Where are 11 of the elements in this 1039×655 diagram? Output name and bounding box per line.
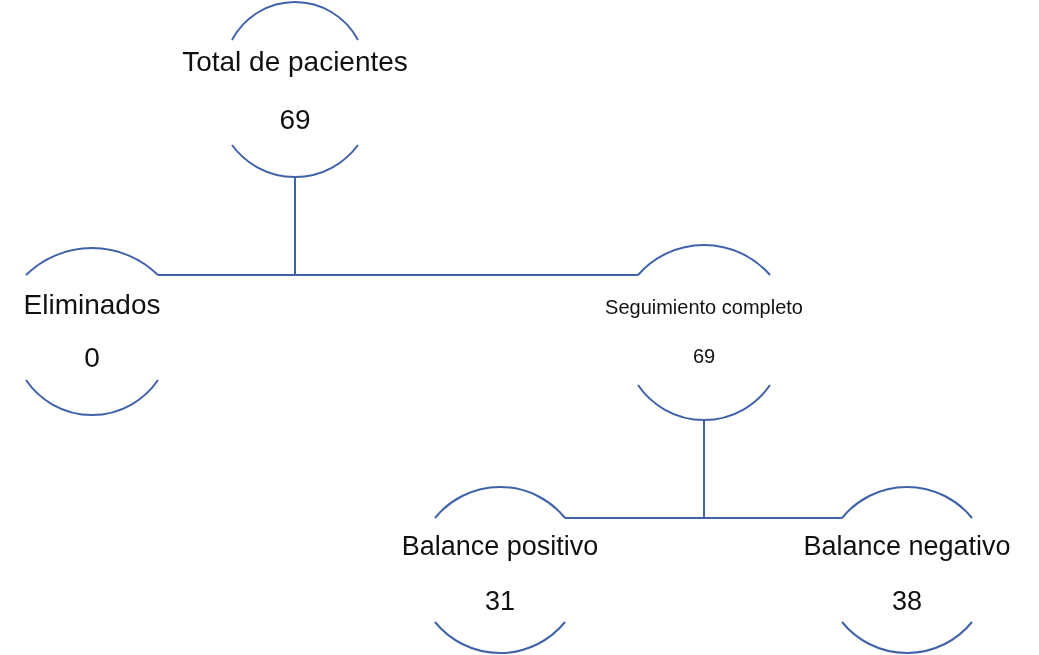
- node-title: Total de pacientes: [181, 45, 409, 79]
- node-count: 69: [278, 103, 312, 137]
- node-count: 38: [890, 584, 923, 618]
- node-title: Balance negativo: [802, 529, 1012, 563]
- node-title: Seguimiento completo: [604, 295, 804, 319]
- node-count: 69: [691, 344, 717, 368]
- node-count: 0: [83, 341, 101, 375]
- connector-line: [703, 419, 843, 519]
- node-count: 31: [483, 584, 516, 618]
- node-title: Balance positivo: [400, 529, 600, 563]
- node-title: Eliminados: [22, 288, 162, 322]
